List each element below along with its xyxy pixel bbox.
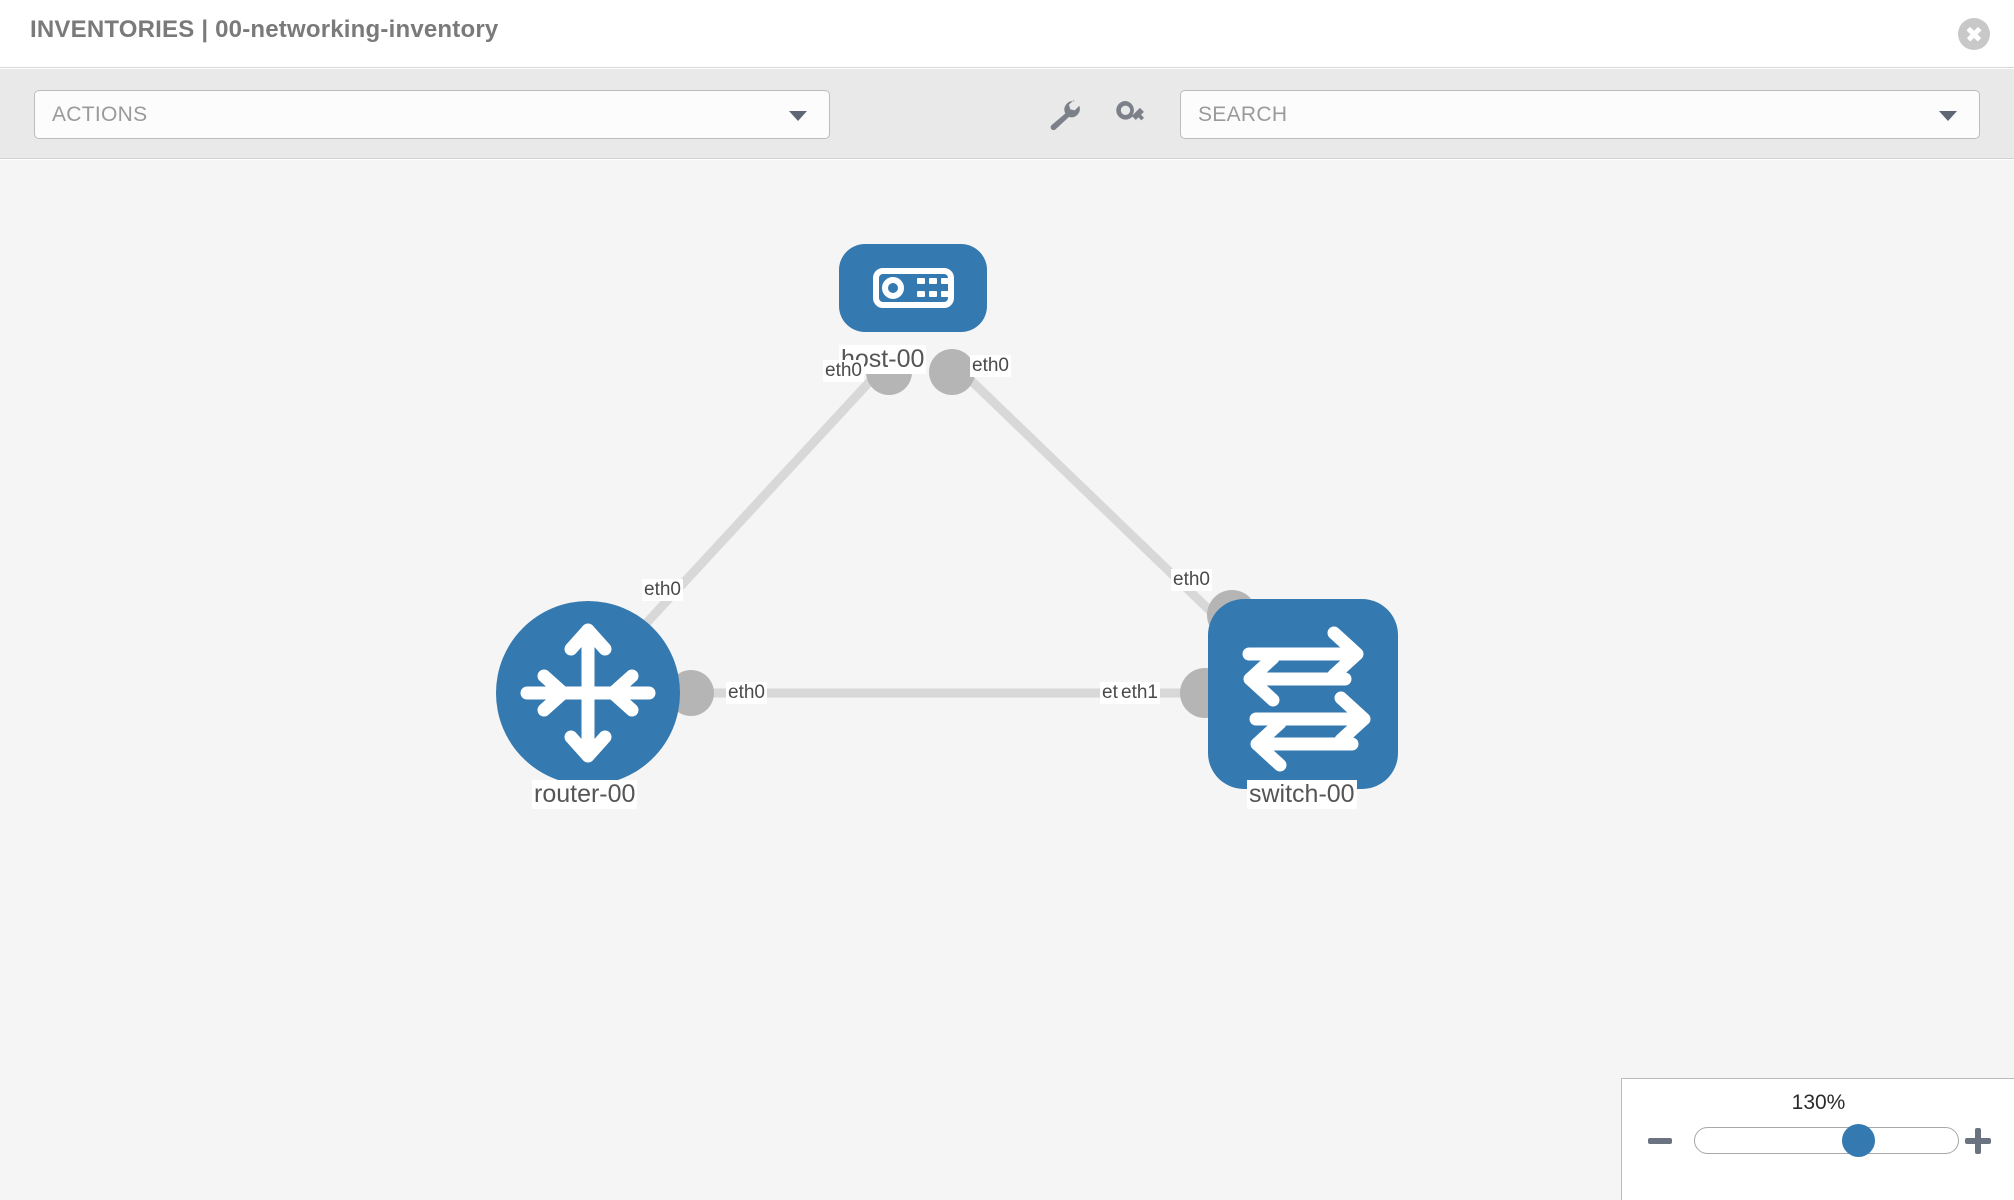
wrench-icon[interactable] (1044, 95, 1084, 135)
search-input[interactable]: SEARCH (1180, 90, 1980, 139)
page-title: INVENTORIES | 00-networking-inventory (30, 16, 499, 43)
zoom-control-panel: 130% (1621, 1078, 2014, 1200)
edge-label-host00-router00-target: eth0 (642, 579, 683, 601)
edge-label-host00-router00-source: eth0 (823, 360, 864, 382)
zoom-in-icon[interactable] (1964, 1127, 1992, 1155)
zoom-out-icon[interactable] (1648, 1138, 1672, 1144)
edge-group (636, 361, 1234, 698)
zoom-level-label: 130% (1791, 1091, 1846, 1114)
topology-graph (496, 244, 1398, 789)
node-label-router-00: router-00 (532, 780, 638, 809)
chevron-down-icon (789, 110, 807, 121)
edge-label-host00-switch00-target: eth0 (1171, 569, 1212, 591)
node-label-switch-00: switch-00 (1247, 780, 1357, 809)
page-header: INVENTORIES | 00-networking-inventory (0, 0, 2014, 68)
connector-router00-right (668, 670, 714, 716)
chevron-down-icon (1939, 110, 1957, 121)
edge-label-router00-switch00-source: eth0 (726, 682, 767, 704)
close-icon[interactable] (1958, 18, 1990, 50)
topology-canvas[interactable]: host-00 router-00 switch-00 eth0 eth0 et… (0, 160, 2014, 1200)
key-icon[interactable] (1110, 95, 1150, 135)
zoom-slider-thumb[interactable] (1842, 1124, 1875, 1157)
toolbar: ACTIONS SEARCH (0, 69, 2014, 159)
connector-host00-right (929, 349, 975, 395)
node-switch-00[interactable] (1208, 599, 1398, 789)
zoom-slider[interactable] (1694, 1124, 1959, 1157)
node-router-00[interactable] (496, 601, 680, 785)
actions-dropdown-label: ACTIONS (52, 103, 148, 126)
node-host-00[interactable] (839, 244, 987, 332)
actions-dropdown[interactable]: ACTIONS (34, 90, 830, 139)
connector-group (668, 349, 1257, 718)
edge-label-host00-switch00-source: eth0 (970, 355, 1011, 377)
edge-label-router00-switch00-target: eth1 (1119, 682, 1160, 704)
search-placeholder: SEARCH (1198, 103, 1288, 126)
